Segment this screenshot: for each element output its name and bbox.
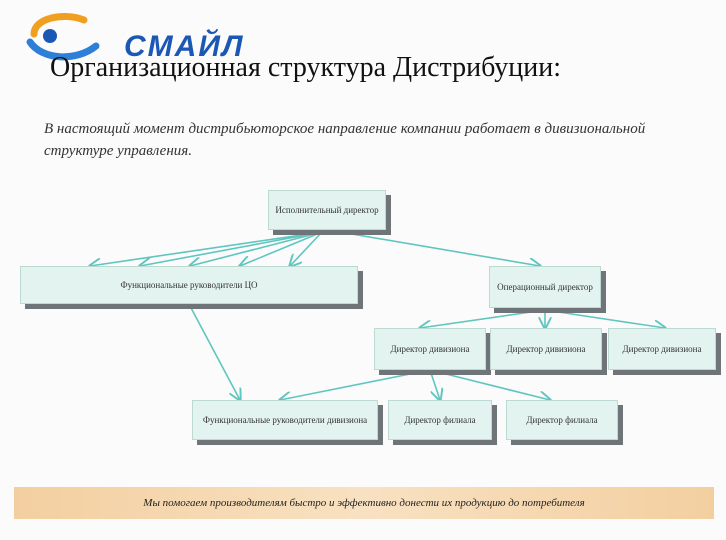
smile-swirl-icon xyxy=(26,13,100,61)
box-exec-director: Исполнительный директор xyxy=(268,190,386,230)
arrow-exec-to-func-3 xyxy=(190,231,323,266)
arrow-div1-to-funcdiv xyxy=(280,369,431,400)
arrow-exec-to-func-5 xyxy=(290,231,323,266)
arrow-div1-to-branch1 xyxy=(429,369,440,400)
arrow-exec-to-func-4 xyxy=(240,231,323,266)
page-title: Организационная структура Дистрибуции: xyxy=(50,52,561,83)
arrow-ops-to-div3 xyxy=(544,309,665,328)
box-func-heads-div: Функциональные руководители дивизиона xyxy=(192,400,378,440)
arrow-exec-to-ops xyxy=(339,231,540,266)
box-div-director-1: Директор дивизиона xyxy=(374,328,486,370)
box-div-director-2: Директор дивизиона xyxy=(490,328,602,370)
arrow-ops-to-div1 xyxy=(420,309,546,328)
arrow-exec-to-func-1 xyxy=(90,231,323,266)
arrow-exec-to-func-2 xyxy=(140,231,323,266)
arrow-div1-to-branch2 xyxy=(429,369,550,400)
footer-banner: Мы помогаем производителям быстро и эффе… xyxy=(14,487,714,519)
footer-text: Мы помогаем производителям быстро и эффе… xyxy=(143,497,585,509)
box-ops-director: Операционный директор xyxy=(489,266,601,308)
box-branch-director-1: Директор филиала xyxy=(388,400,492,440)
box-func-heads-co: Функциональные руководители ЦО xyxy=(20,266,358,304)
box-branch-director-2: Директор филиала xyxy=(506,400,618,440)
logo-text: СМАЙЛ xyxy=(124,30,245,63)
intro-text: В настоящий момент дистрибьюторское напр… xyxy=(44,121,646,159)
company-logo: СМАЙЛ xyxy=(24,8,264,64)
box-div-director-3: Директор дивизиона xyxy=(608,328,716,370)
arrow-func-to-funcdiv xyxy=(189,305,240,400)
